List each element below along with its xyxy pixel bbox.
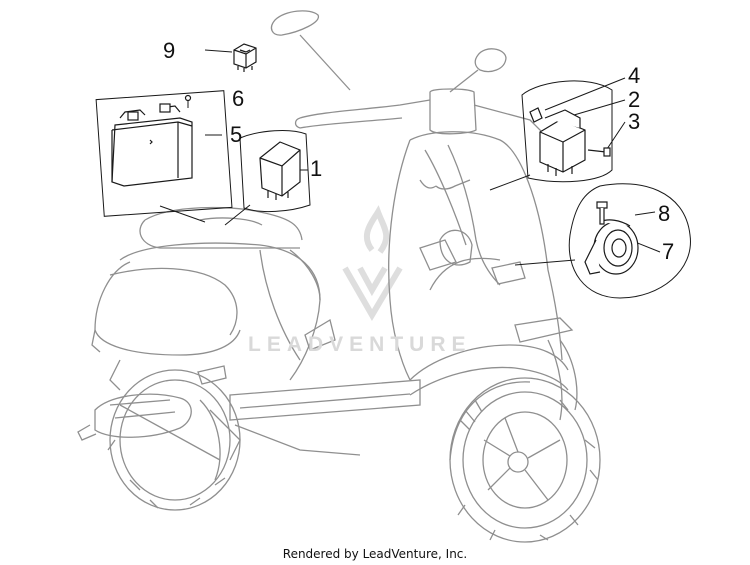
callout-8[interactable]: 8 xyxy=(658,201,671,226)
callout-3[interactable]: 3 xyxy=(628,109,641,134)
callout-1[interactable]: 1 xyxy=(310,156,323,181)
battery-callout-box xyxy=(95,90,233,217)
relay-callout-box xyxy=(239,130,311,213)
scooter-outline xyxy=(77,10,601,543)
callout-5[interactable]: 5 xyxy=(230,122,243,147)
bolt-part[interactable] xyxy=(596,201,608,225)
callout-4[interactable]: 4 xyxy=(628,63,641,88)
small-relay-part[interactable] xyxy=(233,43,257,72)
callout-9[interactable]: 9 xyxy=(163,38,176,63)
horn-callout-box xyxy=(568,183,691,299)
relay-part[interactable] xyxy=(259,141,301,200)
footer-credit: Rendered by LeadVenture, Inc. xyxy=(282,547,468,561)
callout-7[interactable]: 7 xyxy=(662,239,675,264)
horn-part[interactable] xyxy=(584,219,639,275)
battery-part[interactable] xyxy=(111,94,193,187)
callout-leaders xyxy=(95,49,691,299)
relay-bracket-part[interactable] xyxy=(529,107,611,176)
relay-right-callout-box xyxy=(521,80,613,183)
callout-6[interactable]: 6 xyxy=(232,86,245,111)
callout-2[interactable]: 2 xyxy=(628,87,641,112)
leadventure-logo-watermark xyxy=(342,205,403,321)
watermark-text: LEADVENTURE xyxy=(248,333,472,356)
